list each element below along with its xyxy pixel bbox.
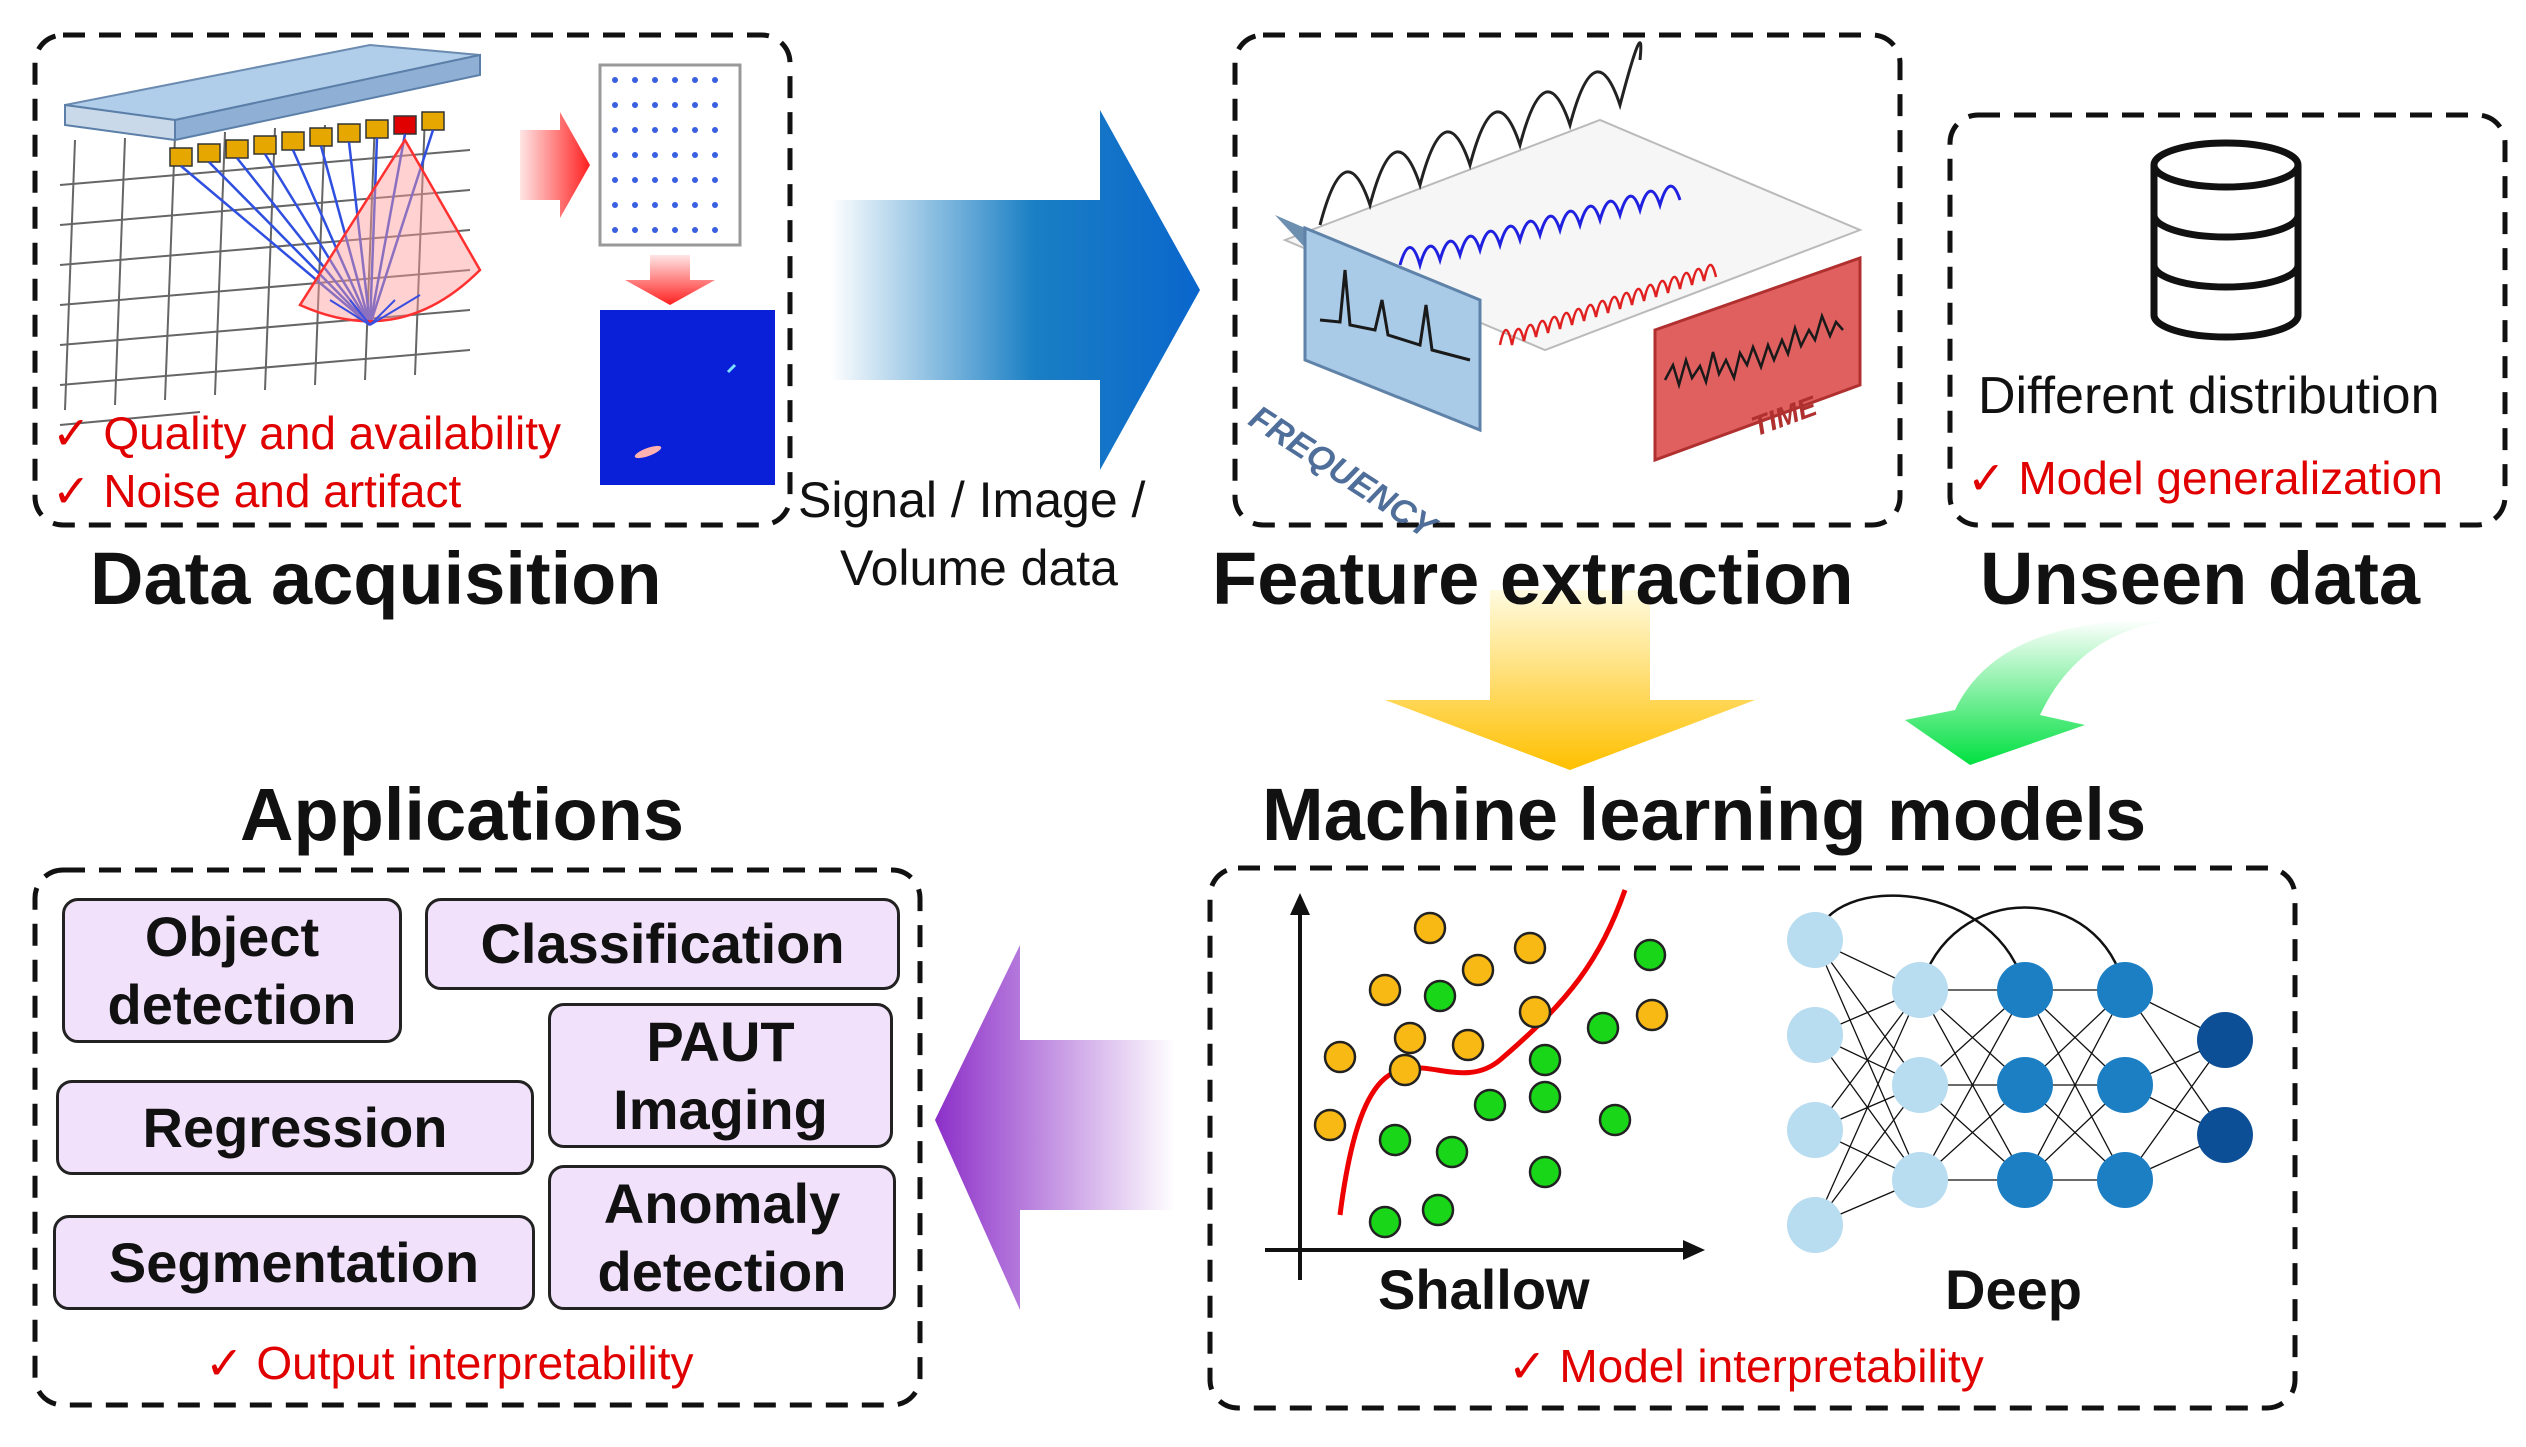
app-paut-imaging-line2: Imaging	[613, 1077, 828, 1141]
input-arrow	[830, 110, 1200, 470]
unseen-check: ✓ Model generalization	[1967, 452, 2443, 504]
acq-arrow-down	[625, 255, 715, 305]
app-object-detection-line2: detection	[107, 972, 357, 1036]
app-classification-label: Classification	[480, 912, 845, 976]
unseen-data-title: Unseen data	[1980, 537, 2421, 620]
data-acquisition-title: Data acquisition	[90, 537, 662, 620]
unseen-to-model-arrow	[1905, 619, 2175, 765]
model-to-applications-arrow	[935, 945, 1175, 1310]
app-classification: Classification	[425, 898, 900, 990]
input-label-line2: Volume data	[840, 540, 1118, 596]
app-regression: Regression	[56, 1080, 534, 1175]
app-anomaly-detection: Anomaly detection	[548, 1165, 896, 1310]
app-paut-imaging: PAUT Imaging	[548, 1003, 893, 1148]
applications-box	[32, 867, 923, 1408]
ml-models-box	[1207, 865, 2298, 1411]
app-object-detection: Object detection	[62, 898, 402, 1043]
feature-extraction-box	[1232, 32, 1903, 528]
app-segmentation-label: Segmentation	[108, 1230, 480, 1294]
applications-title: Applications	[240, 773, 685, 856]
feature-extraction-title: Feature extraction	[1212, 537, 1854, 620]
database-icon	[2150, 139, 2302, 341]
shallow-label: Shallow	[1378, 1258, 1590, 1321]
ml-models-title: Machine learning models	[1262, 773, 2147, 856]
signal-grid-thumbnail	[598, 63, 742, 247]
app-regression-label: Regression	[142, 1095, 448, 1159]
acq-check-noise: ✓ Noise and artifact	[52, 465, 462, 517]
signal-decomposition-illustration	[1275, 41, 1863, 463]
app-object-detection-line1: Object	[144, 905, 320, 969]
feature-to-model-arrow	[1385, 590, 1755, 770]
acq-arrow-right	[520, 112, 590, 218]
phased-array-illustration	[59, 43, 482, 426]
app-segmentation: Segmentation	[53, 1215, 535, 1310]
ultrasound-image-thumbnail	[600, 310, 775, 485]
shallow-model-plot	[1265, 889, 1705, 1280]
data-acquisition-box	[32, 32, 793, 528]
unseen-data-box	[1947, 112, 2508, 528]
applications-check: ✓ Output interpretability	[205, 1337, 694, 1389]
input-label-line1: Signal / Image /	[798, 472, 1146, 528]
deep-network-diagram	[1787, 894, 2253, 1253]
app-paut-imaging-line1: PAUT	[646, 1010, 795, 1074]
acq-check-quality: ✓ Quality and availability	[52, 407, 562, 459]
deep-label: Deep	[1945, 1258, 2082, 1321]
unseen-description: Different distribution	[1978, 367, 2440, 425]
ml-check: ✓ Model interpretability	[1508, 1340, 1984, 1392]
app-anomaly-detection-line2: detection	[597, 1239, 847, 1303]
app-anomaly-detection-line1: Anomaly	[603, 1172, 841, 1236]
